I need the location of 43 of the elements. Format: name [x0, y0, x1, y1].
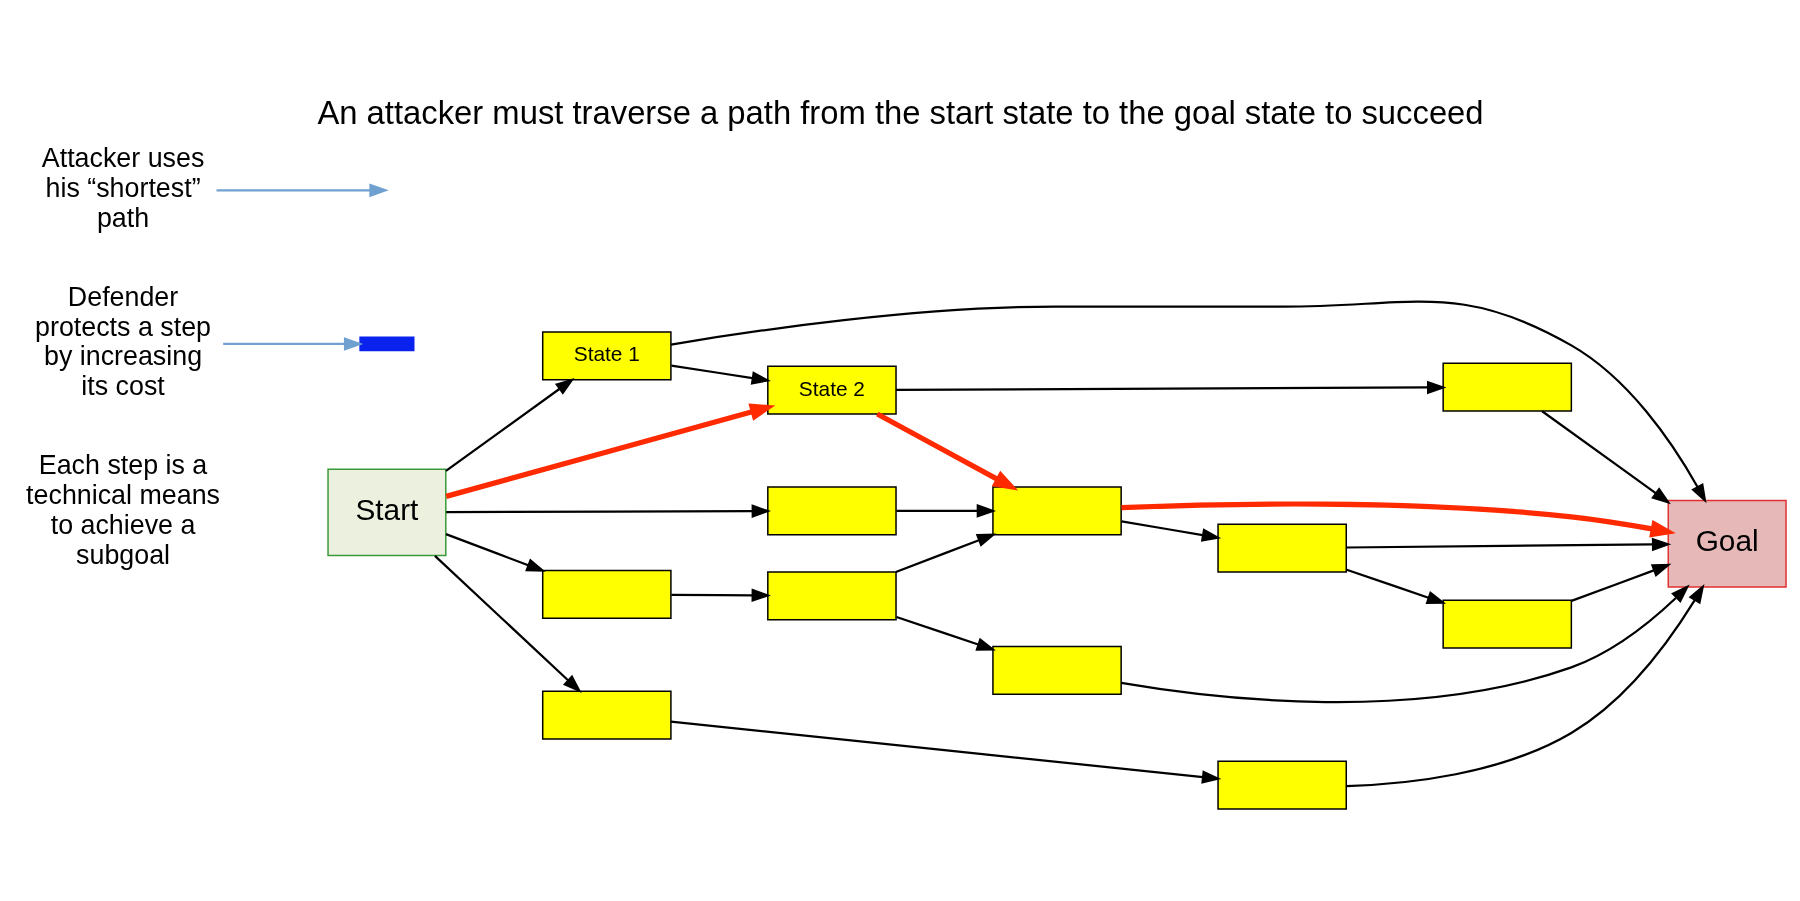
arrow — [1120, 584, 1690, 704]
node-box — [766, 571, 897, 621]
arrow — [1120, 501, 1676, 538]
arrow — [875, 411, 1018, 491]
arrow — [895, 504, 996, 518]
node-box — [541, 569, 672, 619]
node-box: Goal — [1667, 499, 1787, 588]
arrow — [216, 183, 389, 198]
arrow — [894, 533, 996, 573]
arrow — [1345, 584, 1704, 788]
arrow — [670, 588, 771, 603]
node-box — [991, 486, 1122, 536]
arrow — [433, 555, 582, 694]
arrow — [895, 615, 996, 651]
arrow — [222, 337, 363, 351]
node-box — [541, 690, 672, 740]
node-box — [991, 645, 1122, 695]
arrow — [445, 533, 546, 572]
node-bar — [358, 336, 414, 352]
arrow — [1345, 568, 1446, 604]
node-text: Defender protects a step by increasing its cost — [34, 281, 211, 402]
diagram-title: An attacker must traverse a path from the start state to the goal state to succeed — [316, 94, 1484, 132]
node-box — [1216, 523, 1347, 573]
arrow — [445, 504, 771, 518]
node-box — [1441, 599, 1572, 649]
label: Each step is a technical means to achieve a subgoal — [25, 450, 220, 570]
arrow — [670, 300, 1707, 504]
arrow — [1346, 537, 1671, 552]
arrow — [670, 364, 771, 385]
arrow — [895, 380, 1446, 395]
arrow — [444, 378, 575, 472]
node-box: State 1 — [541, 331, 672, 381]
node-text: Attacker uses his “shortest” path — [41, 143, 204, 233]
arrow — [1570, 563, 1671, 602]
node-box: State 2 — [766, 365, 897, 415]
node-box — [1441, 362, 1572, 412]
arrow — [445, 403, 775, 499]
arrow — [1120, 520, 1221, 542]
node-box: Start — [326, 468, 447, 557]
node-box — [1216, 760, 1347, 810]
arrow — [1541, 410, 1671, 505]
arrow — [670, 720, 1221, 784]
node-box — [766, 486, 897, 536]
